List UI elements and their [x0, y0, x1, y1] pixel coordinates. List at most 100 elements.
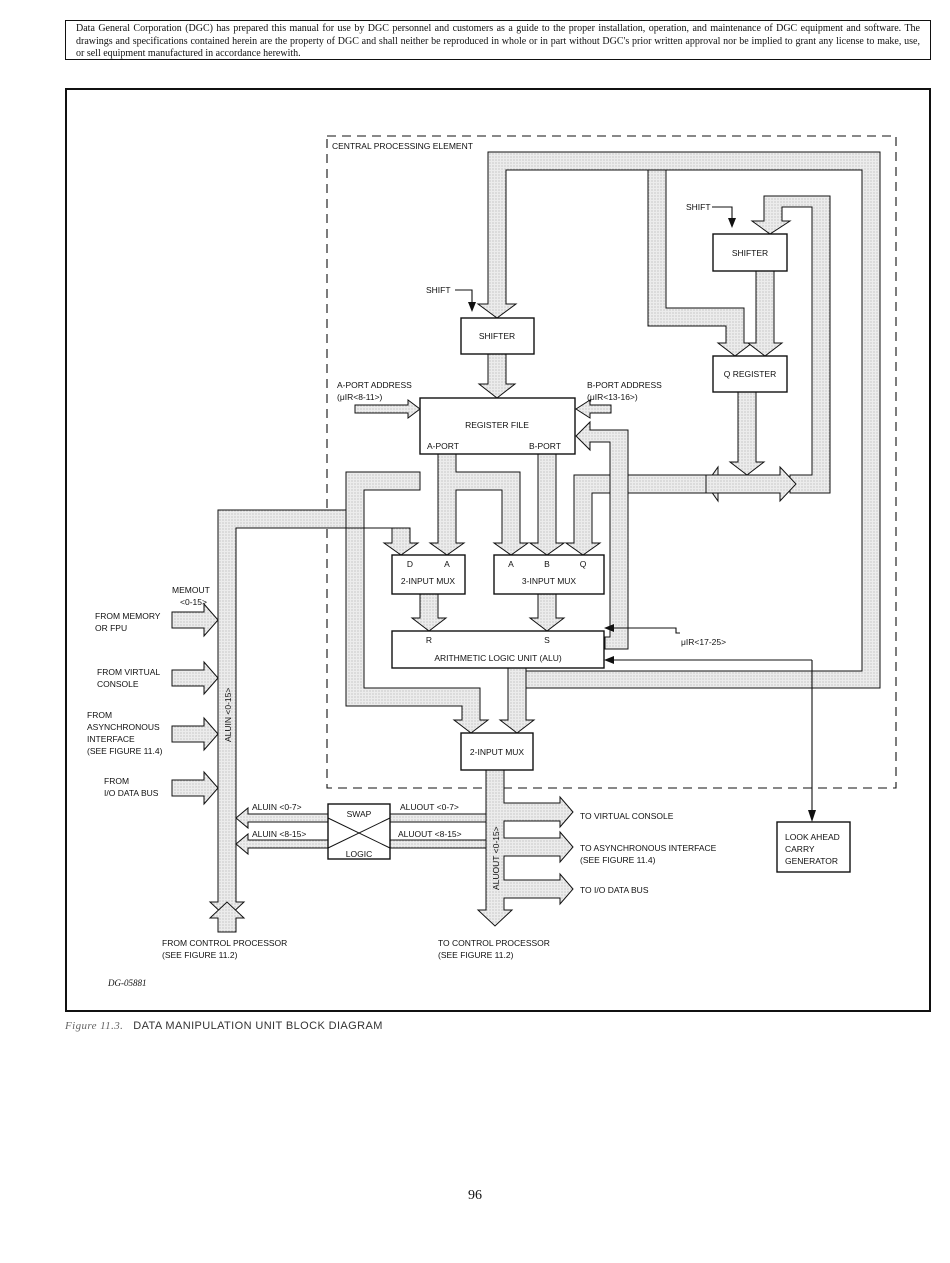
- mux3-label: 3-INPUT MUX: [522, 576, 576, 586]
- mux3-box: [493, 554, 605, 595]
- to-async-1: TO ASYNCHRONOUS INTERFACE: [580, 843, 717, 853]
- bus-top-loop: [476, 151, 881, 689]
- q-shifter-box: [712, 233, 788, 272]
- from-async-1: FROM: [87, 710, 112, 720]
- bus-bport: [528, 453, 566, 556]
- bus-aluout: [476, 769, 574, 927]
- from-memory-1: FROM MEMORY: [95, 611, 161, 621]
- left-shifter-label: SHIFTER: [479, 331, 515, 341]
- register-file-label: REGISTER FILE: [465, 420, 529, 430]
- bus-aport: [428, 453, 530, 556]
- alu-box: [391, 630, 605, 669]
- to-control-2: (SEE FIGURE 11.2): [438, 950, 514, 960]
- look-ahead-box: [776, 821, 851, 873]
- alu-input-r: R: [426, 635, 432, 645]
- arrowheads: [468, 218, 816, 822]
- figure-title: DATA MANIPULATION UNIT BLOCK DIAGRAM: [133, 1020, 383, 1032]
- mux3-input-q: Q: [580, 559, 587, 569]
- mux3-input-b: B: [544, 559, 550, 569]
- from-async-4: (SEE FIGURE 11.4): [87, 746, 163, 756]
- bus-q-feedback: [750, 195, 831, 494]
- to-control-1: TO CONTROL PROCESSOR: [438, 938, 550, 948]
- proprietary-notice: Data General Corporation (DGC) has prepa…: [65, 20, 931, 60]
- cpe-label: CENTRAL PROCESSING ELEMENT: [332, 141, 473, 151]
- from-control-2: (SEE FIGURE 11.2): [162, 950, 238, 960]
- page-number: 96: [468, 1188, 482, 1203]
- to-io: TO I/O DATA BUS: [580, 885, 649, 895]
- swap-logic-box: [327, 803, 391, 860]
- bus-alu-out: [498, 667, 536, 734]
- aluin-vertical-label: ALUIN <0-15>: [223, 688, 233, 742]
- mux3-input-a: A: [508, 559, 514, 569]
- logic-label: LOGIC: [346, 849, 372, 859]
- from-vc-2: CONSOLE: [97, 679, 139, 689]
- bus-q-out: [728, 391, 766, 476]
- b-port-address-bits: (μIR<13-16>): [587, 392, 638, 402]
- bus-aluin-07: [235, 806, 329, 830]
- alu-input-s: S: [544, 635, 550, 645]
- bus-q-horizontal: [564, 465, 719, 556]
- to-async-2: (SEE FIGURE 11.4): [580, 855, 656, 865]
- buses: [171, 151, 881, 933]
- bus-aluin-815: [235, 832, 329, 856]
- b-port-address-label: B-PORT ADDRESS: [587, 380, 662, 390]
- look-ahead-line-2: CARRY: [785, 844, 815, 854]
- shift-label-q: SHIFT: [686, 202, 711, 212]
- register-file-box: [419, 397, 576, 455]
- output-mux-label: 2-INPUT MUX: [470, 747, 524, 757]
- aluin-815-label: ALUIN <8-15>: [252, 829, 306, 839]
- arrow-from-memory: [171, 602, 219, 638]
- shift-left-line: [455, 289, 473, 304]
- bus-shifter-to-regfile: [477, 353, 517, 399]
- a-port-address-bits: (μIR<8-11>): [337, 392, 383, 402]
- arrow-from-virtual-console: [171, 660, 219, 696]
- shift-label-left: SHIFT: [426, 285, 451, 295]
- a-port-label: A-PORT: [427, 441, 459, 451]
- from-async-3: INTERFACE: [87, 734, 135, 744]
- mux2-label: 2-INPUT MUX: [401, 576, 455, 586]
- mux2-box: [391, 554, 466, 595]
- aluin-07-label: ALUIN <0-7>: [252, 802, 302, 812]
- bus-alu-to-regfile: [575, 420, 629, 650]
- to-virtual-console: TO VIRTUAL CONSOLE: [580, 811, 674, 821]
- output-mux-box: [460, 732, 534, 771]
- q-register-box: [712, 355, 788, 393]
- alu-label: ARITHMETIC LOGIC UNIT (ALU): [434, 653, 562, 663]
- a-port-address-label: A-PORT ADDRESS: [337, 380, 412, 390]
- signal-lines: [455, 206, 813, 812]
- from-io-2: I/O DATA BUS: [104, 788, 159, 798]
- from-control-1: FROM CONTROL PROCESSOR: [162, 938, 287, 948]
- drawing-number: DG-05881: [107, 978, 147, 988]
- from-async-2: ASYNCHRONOUS: [87, 722, 160, 732]
- memout-label: MEMOUT: [172, 585, 210, 595]
- figure-frame: [65, 88, 931, 1012]
- bus-qshifter-to-q: [746, 270, 784, 357]
- memout-bits: <0-15>: [180, 597, 207, 607]
- arrow-bport-address: [575, 399, 612, 419]
- bus-to-q-shifter: [647, 169, 754, 357]
- from-memory-2: OR FPU: [95, 623, 127, 633]
- from-io-1: FROM: [104, 776, 129, 786]
- arrow-aport-address: [354, 399, 421, 419]
- uir-alu-label: μIR<17-25>: [681, 637, 726, 647]
- cpe-boundary: [326, 135, 897, 789]
- figure-caption: Figure 11.3.DATA MANIPULATION UNIT BLOCK…: [65, 1020, 383, 1032]
- mux2-input-a: A: [444, 559, 450, 569]
- shift-q-line: [712, 206, 733, 220]
- aluout-vertical-label: ALUOUT <0-15>: [491, 826, 501, 890]
- arrow-from-io: [171, 770, 219, 806]
- arrow-from-async: [171, 716, 219, 752]
- bus-mux2-to-alu: [410, 593, 448, 632]
- aluout-815-label: ALUOUT <8-15>: [398, 829, 462, 839]
- bus-left-loop: [345, 471, 490, 734]
- aluout-07-label: ALUOUT <0-7>: [400, 802, 459, 812]
- swap-cross: [327, 817, 391, 849]
- uir-alu-line: [612, 627, 680, 634]
- from-vc-1: FROM VIRTUAL: [97, 667, 160, 677]
- swap-label: SWAP: [347, 809, 372, 819]
- look-ahead-line-3: GENERATOR: [785, 856, 838, 866]
- b-port-label: B-PORT: [529, 441, 561, 451]
- bus-from-control: [208, 901, 246, 933]
- left-shifter-box: [460, 317, 535, 355]
